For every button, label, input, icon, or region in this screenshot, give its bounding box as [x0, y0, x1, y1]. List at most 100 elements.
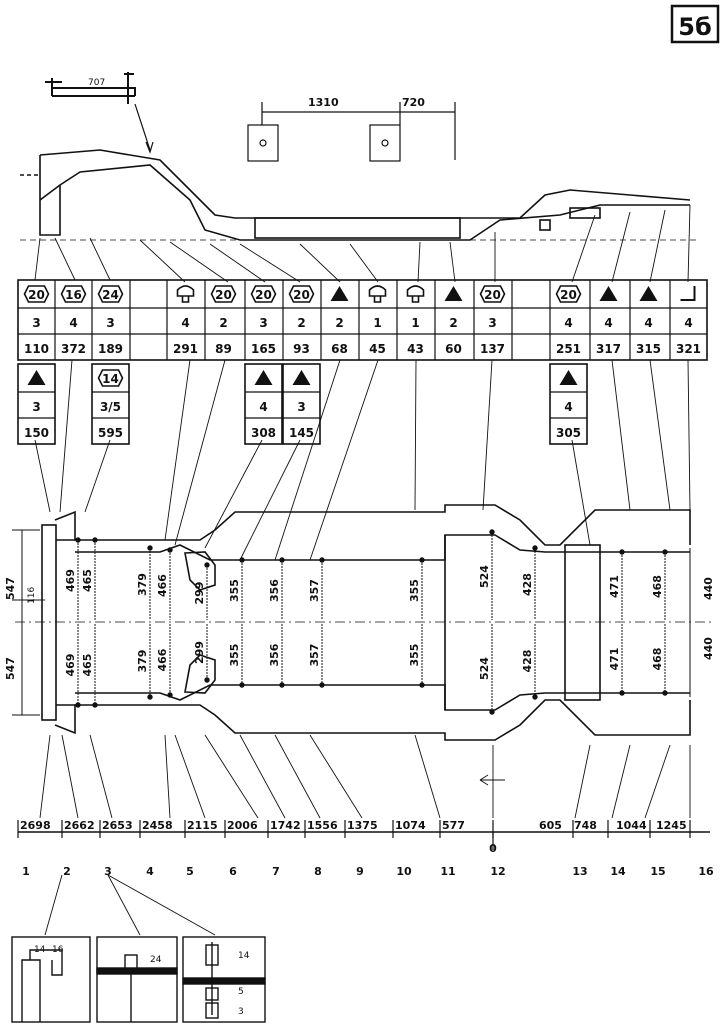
length-dim-2: 2662 — [64, 819, 95, 832]
col-11-code: 43 — [407, 342, 424, 356]
col-17-code: 315 — [636, 342, 661, 356]
length-dim-13: 748 — [574, 819, 597, 832]
station-16: 16 — [698, 865, 714, 878]
width-dim-top-6: 355 — [228, 579, 241, 602]
dim-right-440-bottom: 440 — [702, 637, 715, 660]
length-dim-11: 577 — [442, 819, 465, 832]
top-bracket-dims: 1310 720 — [247, 96, 456, 162]
width-dimension-lines — [75, 529, 668, 715]
width-dim-bottom-1: 469 — [64, 654, 77, 677]
sub-4-qty: 3 — [297, 400, 305, 414]
width-dim-top-10: 524 — [478, 565, 491, 588]
zero-label: 0 — [489, 842, 497, 855]
sub-4-code: 145 — [289, 426, 314, 440]
length-dim-10: 1074 — [395, 819, 426, 832]
station-2: 2 — [63, 865, 71, 878]
length-dim-6: 2006 — [227, 819, 258, 832]
detail-3-label-3: 3 — [238, 1007, 244, 1017]
length-dim-12: 605 — [539, 819, 562, 832]
length-dim-14: 1044 — [616, 819, 647, 832]
station-14: 14 — [610, 865, 626, 878]
col-18-qty: 4 — [684, 316, 692, 330]
col-16-qty: 4 — [604, 316, 612, 330]
col-2-code: 372 — [61, 342, 86, 356]
detail-3-label-5: 5 — [238, 987, 244, 997]
sub-3-qty: 4 — [259, 400, 267, 414]
col-8-qty: 2 — [297, 316, 305, 330]
detail-2-label-24: 24 — [150, 955, 162, 965]
station-10: 10 — [396, 865, 412, 878]
detail-1-label-14: 14 — [34, 945, 46, 955]
width-dim-top-11: 428 — [521, 573, 534, 596]
table-column-12: 260 — [444, 286, 463, 356]
dim-720: 720 — [402, 96, 425, 109]
col-7-symbol-label: 20 — [255, 288, 272, 302]
page-number: 5б — [678, 13, 711, 41]
plan-leaders — [34, 359, 691, 561]
col-9-code: 68 — [331, 342, 348, 356]
station-13: 13 — [572, 865, 587, 878]
col-12-code: 60 — [445, 342, 462, 356]
col-15-hex-icon — [555, 285, 582, 303]
col-13-symbol-label: 20 — [484, 288, 501, 302]
sub-1-qty: 3 — [32, 400, 40, 414]
col-15-symbol-label: 20 — [560, 288, 577, 302]
width-dim-top-8: 357 — [308, 579, 321, 602]
width-dim-top-1: 469 — [64, 569, 77, 592]
col-7-hex-icon — [250, 285, 277, 303]
col-13-hex-icon — [479, 285, 506, 303]
subtable-column-4: 3 145 — [282, 363, 321, 445]
sub-1-triangle-icon — [27, 370, 46, 385]
col-16-triangle-icon — [599, 286, 618, 301]
sub-5-triangle-icon — [559, 370, 578, 385]
col-1-qty: 3 — [32, 316, 40, 330]
col-13-code: 137 — [480, 342, 505, 356]
col-9-qty: 2 — [335, 316, 343, 330]
dim-left-547-bottom: 547 — [4, 657, 17, 680]
col-5-bolt-icon — [176, 285, 195, 303]
width-dim-bottom-11: 428 — [521, 650, 534, 673]
width-dim-bottom-3: 379 — [136, 650, 149, 673]
sub-1-code: 150 — [24, 426, 49, 440]
col-8-code: 93 — [293, 342, 310, 356]
width-dim-top-3: 379 — [136, 573, 149, 596]
station-15: 15 — [650, 865, 665, 878]
detail-box-2: 24 — [96, 936, 178, 1023]
width-dim-bottom-2: 465 — [81, 654, 94, 677]
dim-right-440-top: 440 — [702, 577, 715, 600]
col-13-qty: 3 — [488, 316, 496, 330]
col-6-code: 89 — [215, 342, 232, 356]
length-dim-1: 2698 — [20, 819, 51, 832]
station-9: 9 — [356, 865, 364, 878]
length-dim-9: 1375 — [347, 819, 378, 832]
col-5-qty: 4 — [181, 316, 189, 330]
station-7: 7 — [272, 865, 280, 878]
sub-5-code: 305 — [556, 426, 581, 440]
dim-left-116: 116 — [27, 587, 37, 604]
width-dim-bottom-8: 357 — [308, 644, 321, 667]
left-dims: 547 116 547 — [4, 529, 45, 716]
length-dim-5: 2115 — [187, 819, 218, 832]
length-dim-4: 2458 — [142, 819, 173, 832]
fastener-table: 2031101643722431894291202892031652029326… — [17, 279, 708, 361]
width-dim-bottom-12: 471 — [608, 648, 621, 671]
col-1-symbol-label: 20 — [28, 288, 45, 302]
station-4: 4 — [146, 865, 154, 878]
length-dim-15: 1245 — [656, 819, 687, 832]
width-dim-bottom-6: 355 — [228, 644, 241, 667]
width-dim-bottom-5: 299 — [193, 641, 206, 664]
width-dim-bottom-13: 468 — [651, 648, 664, 671]
sub-2-symbol-label: 14 — [102, 372, 119, 386]
col-9-triangle-icon — [330, 286, 349, 301]
page-number-box: 5б — [670, 4, 720, 44]
